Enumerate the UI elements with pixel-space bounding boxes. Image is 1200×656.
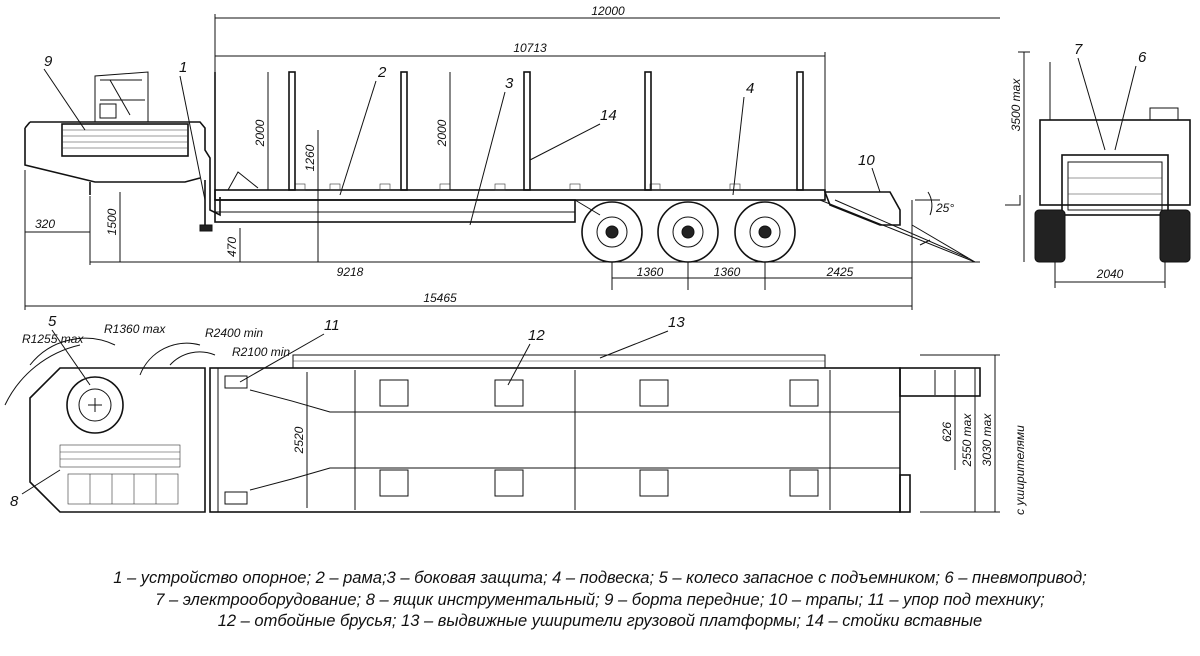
- front-view: 3500 max 2040 7 6: [1005, 41, 1191, 288]
- callout-3: 3: [505, 75, 514, 92]
- side-view: [24, 71, 976, 263]
- callout-13: 13: [668, 314, 685, 331]
- legend-line-3: 12 – отбойные брусья; 13 – выдвижные уши…: [217, 612, 983, 630]
- dim-r2100: R2100 min: [232, 345, 290, 359]
- callout-1: 1: [179, 59, 187, 76]
- callout-4: 4: [746, 80, 754, 97]
- legend: 1 – устройство опорное; 2 – рама;3 – бок…: [0, 568, 1200, 633]
- dim-stake-2000-b: 2000: [435, 119, 449, 147]
- dim-stake-2000-a: 2000: [253, 119, 267, 147]
- dim-1260: 1260: [303, 144, 317, 171]
- callout-7: 7: [1074, 41, 1083, 58]
- dim-2520: 2520: [292, 426, 306, 454]
- legend-line-2: 7 – электрооборудование; 8 – ящик инстру…: [155, 590, 1045, 609]
- dim-3030-note: с уширителями: [1013, 425, 1027, 515]
- callout-6: 6: [1138, 49, 1147, 66]
- dim-3500: 3500 max: [1009, 78, 1023, 132]
- dim-1360-b: 1360: [714, 265, 741, 279]
- dim-r1255: R1255 max: [22, 332, 84, 346]
- dim-2550: 2550 max: [960, 413, 974, 468]
- callout-11: 11: [324, 317, 340, 334]
- callout-12: 12: [528, 327, 545, 344]
- dim-626: 626: [940, 422, 954, 442]
- dim-12000: 12000: [591, 4, 625, 18]
- dim-9218: 9218: [337, 265, 364, 279]
- dim-10713: 10713: [513, 41, 547, 55]
- dim-2425: 2425: [826, 265, 854, 279]
- legend-line-1: 1 – устройство опорное; 2 – рама;3 – бок…: [113, 569, 1087, 587]
- side-callouts: 9 1 2 3 14 4 10: [43, 53, 881, 226]
- dim-1500: 1500: [105, 208, 119, 235]
- dim-angle: 25°: [935, 201, 954, 215]
- dim-r2400: R2400 min: [205, 326, 263, 340]
- axle-wheels: [581, 201, 796, 263]
- dim-1360-a: 1360: [637, 265, 664, 279]
- dim-3030: 3030 max: [980, 413, 994, 467]
- callout-9: 9: [44, 53, 53, 70]
- callout-14: 14: [600, 107, 617, 124]
- dim-320: 320: [35, 217, 55, 231]
- callout-2: 2: [377, 64, 387, 81]
- callout-10: 10: [858, 152, 875, 169]
- side-dimensions: 12000 10713 2000 2000 1260 1500 470 320 …: [24, 4, 1000, 310]
- trailer-drawing: 12000 10713 2000 2000 1260 1500 470 320 …: [4, 4, 1191, 515]
- dim-2040: 2040: [1096, 267, 1124, 281]
- dim-r1360: R1360 max: [104, 322, 166, 336]
- callout-8: 8: [10, 493, 19, 510]
- dim-470: 470: [225, 237, 239, 257]
- top-view: 2520 626 2550 max 3030 max с уширителями…: [4, 313, 1027, 515]
- callout-5: 5: [48, 313, 57, 330]
- dim-15465: 15465: [423, 291, 457, 305]
